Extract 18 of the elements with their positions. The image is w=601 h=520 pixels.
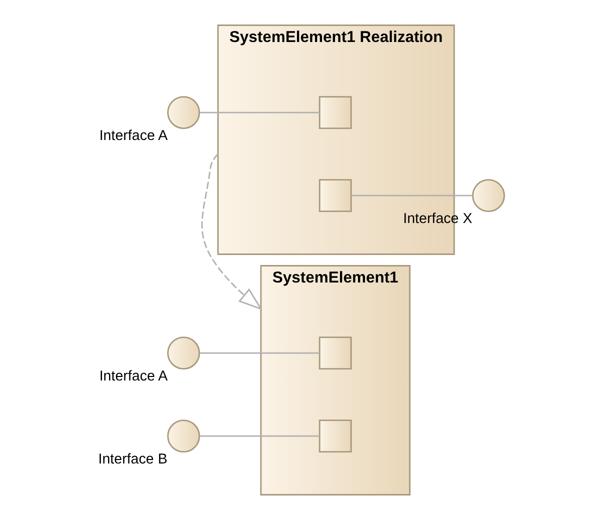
node-box xyxy=(318,420,352,453)
node-label: Interface A xyxy=(98,128,168,144)
node-circle xyxy=(166,336,200,370)
node-box xyxy=(318,336,352,370)
cluster: SystemElement1 xyxy=(260,265,410,496)
connector xyxy=(199,435,320,437)
node-circle xyxy=(472,179,504,212)
connector xyxy=(350,194,472,196)
node-label: Interface B xyxy=(98,451,167,468)
node-label: Interface A xyxy=(98,368,168,384)
node-box xyxy=(318,96,352,130)
node-label: Interface X xyxy=(402,210,472,227)
node-circle xyxy=(166,420,200,453)
arrow xyxy=(200,154,262,310)
node-circle xyxy=(166,96,200,130)
connector xyxy=(199,352,320,354)
connector xyxy=(199,112,320,114)
node-box xyxy=(318,179,352,212)
